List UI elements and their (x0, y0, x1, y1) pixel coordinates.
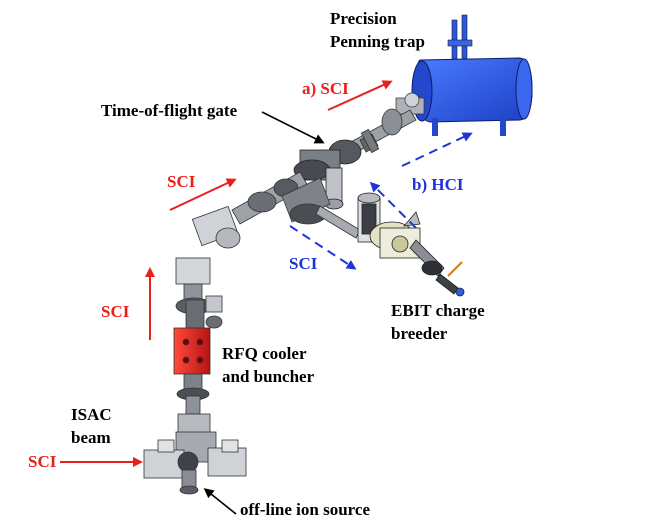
tof-gate (293, 139, 362, 210)
hci-arrow-b2 (369, 181, 417, 229)
sci-arrow-diagonal (169, 178, 237, 211)
ebit-charge-breeder (357, 192, 465, 297)
isac-label-line2: beam (71, 428, 111, 447)
sci-input-label: SCI (28, 452, 57, 471)
bottom-cross-chamber (143, 431, 247, 495)
sci-lower-label: SCI (101, 302, 130, 321)
path-b-label: b) HCI (412, 175, 464, 194)
sci-upper-label: SCI (167, 172, 196, 191)
penning-trap (395, 14, 533, 136)
hci-arrow-b1 (401, 132, 473, 167)
ebit-label-line1: EBIT charge (391, 301, 485, 320)
rfq-label-line1: RFQ cooler (222, 344, 307, 363)
tof-gate-label: Time-of-flight gate (101, 101, 238, 120)
sci-blue-label: SCI (289, 254, 318, 273)
path-a-label: a) SCI (302, 79, 349, 98)
sci-arrow-to-ebit (289, 225, 357, 270)
offline-source-label: off-line ion source (240, 500, 371, 519)
source-pointer-arrow (203, 488, 237, 515)
rfq-label-line2: and buncher (222, 367, 315, 386)
penning-trap-label-line2: Penning trap (330, 32, 425, 51)
sci-arrow-a (327, 80, 393, 111)
vertical-beamline (173, 257, 223, 435)
ebit-label-line2: breeder (391, 324, 448, 343)
isac-label-line1: ISAC (71, 405, 112, 424)
diagonal-beamline (191, 171, 361, 249)
rfq-cooler-buncher (173, 327, 211, 375)
tof-pointer-arrow (261, 111, 325, 144)
penning-trap-label-line1: Precision (330, 9, 397, 28)
